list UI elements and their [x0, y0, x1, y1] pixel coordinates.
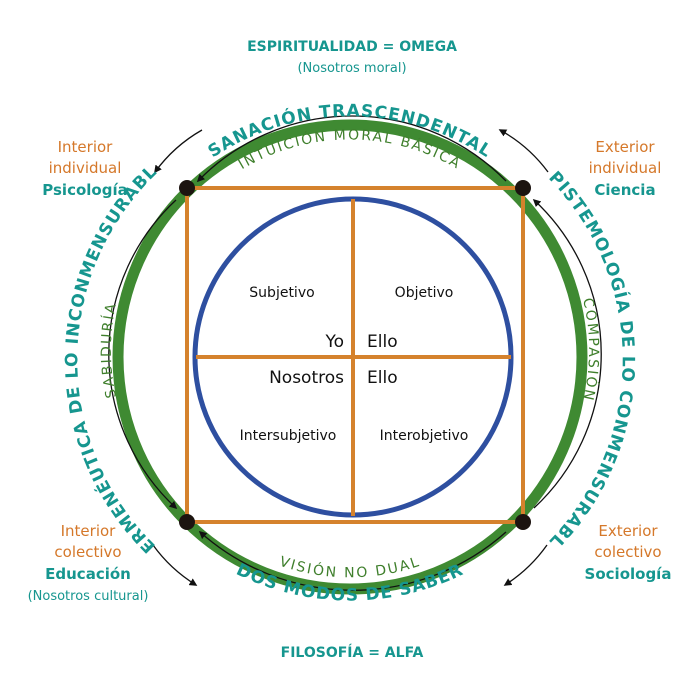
pronoun-bottom-left: Nosotros	[269, 368, 344, 388]
pronoun-top-left: Yo	[324, 332, 344, 352]
corner-top-left-line1: Interior	[58, 138, 114, 156]
arrow-left	[108, 199, 178, 510]
corner-bottom-left-line1: Interior	[61, 522, 117, 540]
pronoun-top-right: Ello	[367, 332, 398, 352]
corner-top-right-discipline: Ciencia	[594, 181, 655, 199]
corner-top-right-line2: individual	[589, 159, 662, 177]
corner-top-right-line1: Exterior	[595, 138, 655, 156]
corner-dot-bottom-left	[179, 514, 195, 530]
arrow-outer-top-left	[154, 129, 203, 174]
corner-bottom-right-line1: Exterior	[598, 522, 658, 540]
quadrant-bottom-left-label: Intersubjetivo	[240, 428, 337, 444]
corner-bottom-left-note: (Nosotros cultural)	[28, 589, 149, 604]
arrow-top	[196, 115, 507, 183]
arrow-outer-top-right	[498, 129, 549, 173]
corner-bottom-right-discipline: Sociología	[585, 565, 672, 583]
arrow-outer-bottom-right	[503, 544, 548, 586]
corner-bottom-right: Exterior colectivo Sociología	[585, 522, 672, 583]
corner-dot-top-right	[515, 180, 531, 196]
corner-dot-top-left	[179, 180, 195, 196]
corner-bottom-right-line2: colectivo	[594, 543, 661, 561]
corner-bottom-left: Interior colectivo Educación (Nosotros c…	[28, 522, 149, 604]
corner-bottom-left-line2: colectivo	[54, 543, 121, 561]
orange-square	[185, 186, 525, 524]
inner-ring-left-text: SABIDURÍA	[99, 300, 120, 399]
quadrant-top-left-label: Subjetivo	[249, 285, 314, 301]
corner-top-left: Interior individual Psicología	[42, 138, 127, 199]
arrow-outer-bottom-left	[152, 544, 198, 586]
quadrant-top-right-label: Objetivo	[395, 285, 454, 301]
corner-top-left-line2: individual	[49, 159, 122, 177]
quadrant-bottom-right-label: Interobjetivo	[380, 428, 469, 444]
arrow-right	[532, 198, 602, 509]
inner-ring-bottom-text: VISIÓN NO DUAL	[277, 554, 422, 581]
corner-top-left-discipline: Psicología	[42, 181, 127, 199]
corner-top-right: Exterior individual Ciencia	[589, 138, 662, 199]
top-subtitle: (Nosotros moral)	[297, 61, 406, 76]
bottom-title: FILOSOFÍA = ALFA	[281, 644, 424, 661]
pronoun-bottom-right: Ello	[367, 368, 398, 388]
arrow-bottom	[198, 530, 507, 591]
corner-bottom-left-discipline: Educación	[45, 565, 131, 583]
top-title: ESPIRITUALIDAD = OMEGA	[247, 39, 457, 55]
corner-dot-bottom-right	[515, 514, 531, 530]
outer-green-ring	[112, 119, 588, 595]
